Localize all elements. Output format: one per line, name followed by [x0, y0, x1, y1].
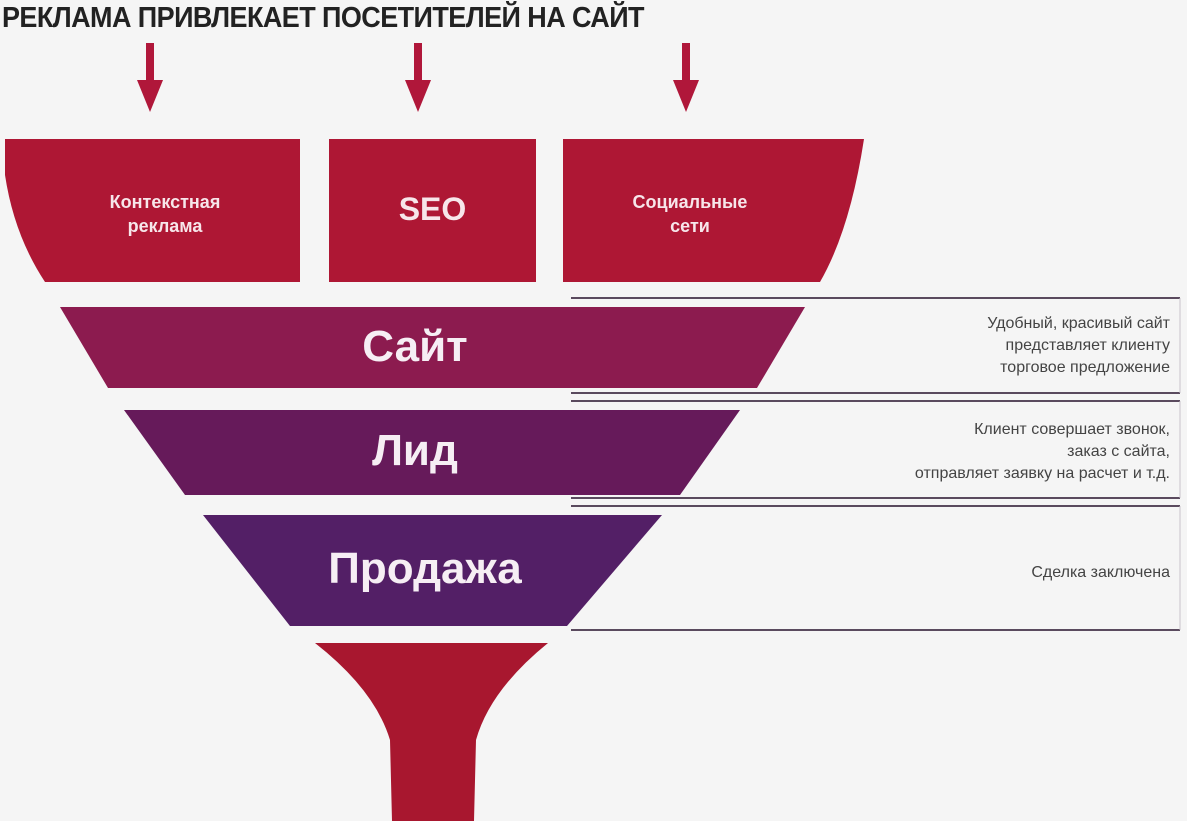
stage-description-lead: Клиент совершает звонок, заказ с сайта, …	[915, 419, 1170, 485]
arrow-down-icon	[673, 43, 699, 112]
source-label-context: Контекстная реклама	[55, 190, 275, 238]
source-label-line: реклама	[127, 216, 203, 236]
source-box-social	[563, 139, 864, 282]
stage-label-sale: Продажа	[328, 544, 522, 593]
diagram-title: РЕКЛАМА ПРИВЛЕКАЕТ ПОСЕТИТЕЛЕЙ НА САЙТ	[2, 2, 645, 34]
stage-description-sale: Сделка заключена	[1031, 562, 1170, 584]
description-line: Сделка заключена	[1031, 564, 1170, 581]
description-line: торговое предложение	[1000, 359, 1170, 376]
stage-band-sale	[203, 515, 662, 626]
stage-label-site: Сайт	[362, 322, 468, 371]
description-lines	[571, 297, 1180, 631]
stage-band-lead	[124, 410, 740, 495]
source-label-line: сети	[670, 216, 710, 236]
arrow-down-icon	[405, 43, 431, 112]
source-box-seo	[329, 139, 536, 282]
source-label-social: Социальные сети	[585, 190, 795, 238]
description-line: заказ с сайта,	[1067, 443, 1170, 460]
description-line: Удобный, красивый сайт	[987, 315, 1170, 332]
arrow-down-icon	[137, 43, 163, 112]
source-label-line: Социальные	[632, 192, 748, 212]
stage-description-site: Удобный, красивый сайт представляет клие…	[987, 313, 1170, 379]
source-label-line: Контекстная	[109, 192, 221, 212]
description-line: Клиент совершает звонок,	[974, 421, 1170, 438]
source-label-seo: SEO	[398, 191, 467, 227]
source-box-context	[5, 139, 300, 282]
funnel-spout	[315, 643, 548, 821]
description-line: отправляет заявку на расчет и т.д.	[914, 465, 1170, 482]
stage-label-lead: Лид	[372, 426, 458, 475]
description-line: представляет клиенту	[1005, 337, 1170, 354]
stage-band-site	[60, 307, 805, 388]
